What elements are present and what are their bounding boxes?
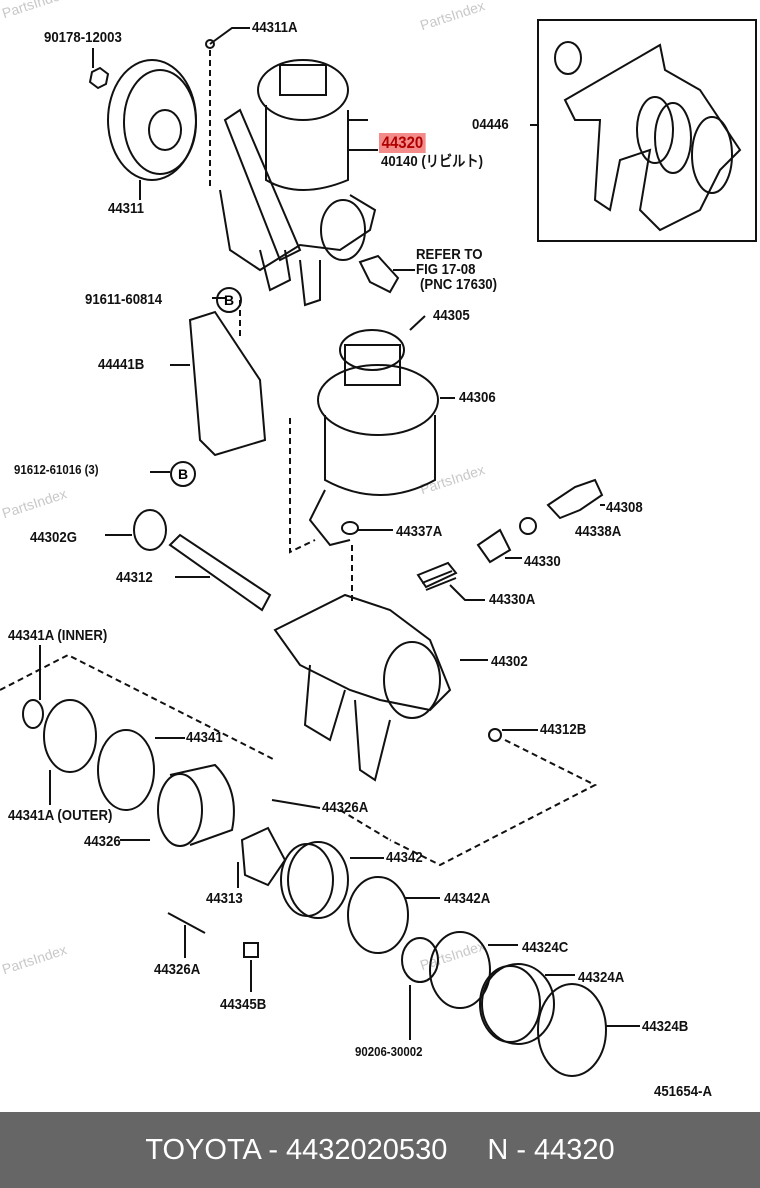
snap-ring-44324B xyxy=(537,983,607,1077)
callout-44312B: 44312B xyxy=(540,721,587,738)
callout-04446: 04446 xyxy=(472,116,509,133)
callout-44441B: 44441B xyxy=(98,356,145,373)
plate-44342 xyxy=(287,841,349,919)
callout-44342: 44342 xyxy=(386,849,423,866)
bearing-44302G xyxy=(133,509,167,551)
spring-44330A xyxy=(416,561,458,591)
callout-90206-30002: 90206-30002 xyxy=(355,1044,423,1059)
callout-44341A-outer: 44341A (OUTER) xyxy=(8,807,113,824)
callout-44305: 44305 xyxy=(433,307,470,324)
vane-44345B xyxy=(243,942,259,958)
rotor-44313 xyxy=(240,826,287,887)
callout-44313: 44313 xyxy=(206,890,243,907)
footer-bar: TOYOTA - 4432020530 N - 44320 xyxy=(0,1112,760,1188)
callout-44341: 44341 xyxy=(186,729,223,746)
callout-44342A: 44342A xyxy=(444,890,491,907)
callout-40140: 40140 (リビルト) xyxy=(381,153,483,170)
valve-44330 xyxy=(476,528,512,564)
callout-91612-61016: 91612-61016 (3) xyxy=(14,462,99,477)
marker-b: B xyxy=(216,287,242,313)
cam-ring-44326 xyxy=(169,763,235,846)
bracket-44441B xyxy=(188,310,267,457)
callout-44326A: 44326A xyxy=(154,961,201,978)
callout-44326: 44326 xyxy=(84,833,121,850)
cover-44324A xyxy=(481,963,555,1045)
callout-44302: 44302 xyxy=(491,653,528,670)
o-ring-outer xyxy=(43,699,97,773)
footer-ref-number: N - 44320 xyxy=(487,1133,615,1166)
parts-illustration xyxy=(0,19,757,1077)
callout-44324C: 44324C xyxy=(522,939,569,956)
callout-44341A-inner: 44341A (INNER) xyxy=(8,627,108,644)
clip-44312B xyxy=(488,728,502,742)
callout-90178-12003: 90178-12003 xyxy=(44,29,122,46)
callout-44330A: 44330A xyxy=(489,591,536,608)
callout-44326A: 44326A xyxy=(322,799,369,816)
kit-box xyxy=(537,19,757,242)
shaft-44312 xyxy=(168,533,272,612)
diagram-code: 451654-A xyxy=(654,1083,712,1100)
marker-b: B xyxy=(170,461,196,487)
callout-44308: 44308 xyxy=(606,499,643,516)
callout-44302G: 44302G xyxy=(30,529,77,546)
gasket-kit-parts xyxy=(554,41,742,232)
footer-part-number: TOYOTA - 4432020530 xyxy=(145,1133,448,1166)
callout-44306: 44306 xyxy=(459,389,496,406)
o-ring-44337A xyxy=(341,521,359,535)
callout-44338A: 44338A xyxy=(575,523,622,540)
pulley-44311 xyxy=(107,59,197,181)
snap-ring-90206 xyxy=(401,937,439,983)
plate-44341 xyxy=(97,729,155,811)
o-ring-44342A xyxy=(347,876,409,954)
callout-44311A: 44311A xyxy=(252,19,298,36)
callout-44345B: 44345B xyxy=(220,996,267,1013)
refer-line-2: FIG 17-08 xyxy=(416,261,476,278)
reservoir-44306 xyxy=(308,315,455,547)
callout-44330: 44330 xyxy=(524,553,561,570)
pin-44326A xyxy=(167,912,206,934)
refer-line-1: REFER TO xyxy=(416,246,483,263)
o-ring-44324C xyxy=(429,931,491,1009)
o-ring-inner xyxy=(22,699,44,729)
refer-line-3: (PNC 17630) xyxy=(420,276,498,293)
o-ring-44338A xyxy=(519,517,537,535)
callout-44311: 44311 xyxy=(108,200,144,217)
body-44302 xyxy=(273,593,488,782)
callout-44324A: 44324A xyxy=(578,969,625,986)
fitting-44308 xyxy=(546,478,604,520)
nut-90178 xyxy=(88,66,110,90)
switch xyxy=(358,254,400,294)
callout-44324B: 44324B xyxy=(642,1018,689,1035)
callout-44312: 44312 xyxy=(116,569,153,586)
callout-44337A: 44337A xyxy=(396,523,443,540)
callout-44320-highlighted[interactable]: 44320 xyxy=(379,133,426,153)
pump-assembly-44320 xyxy=(219,59,378,307)
callout-91611-60814: 91611-60814 xyxy=(85,291,163,308)
